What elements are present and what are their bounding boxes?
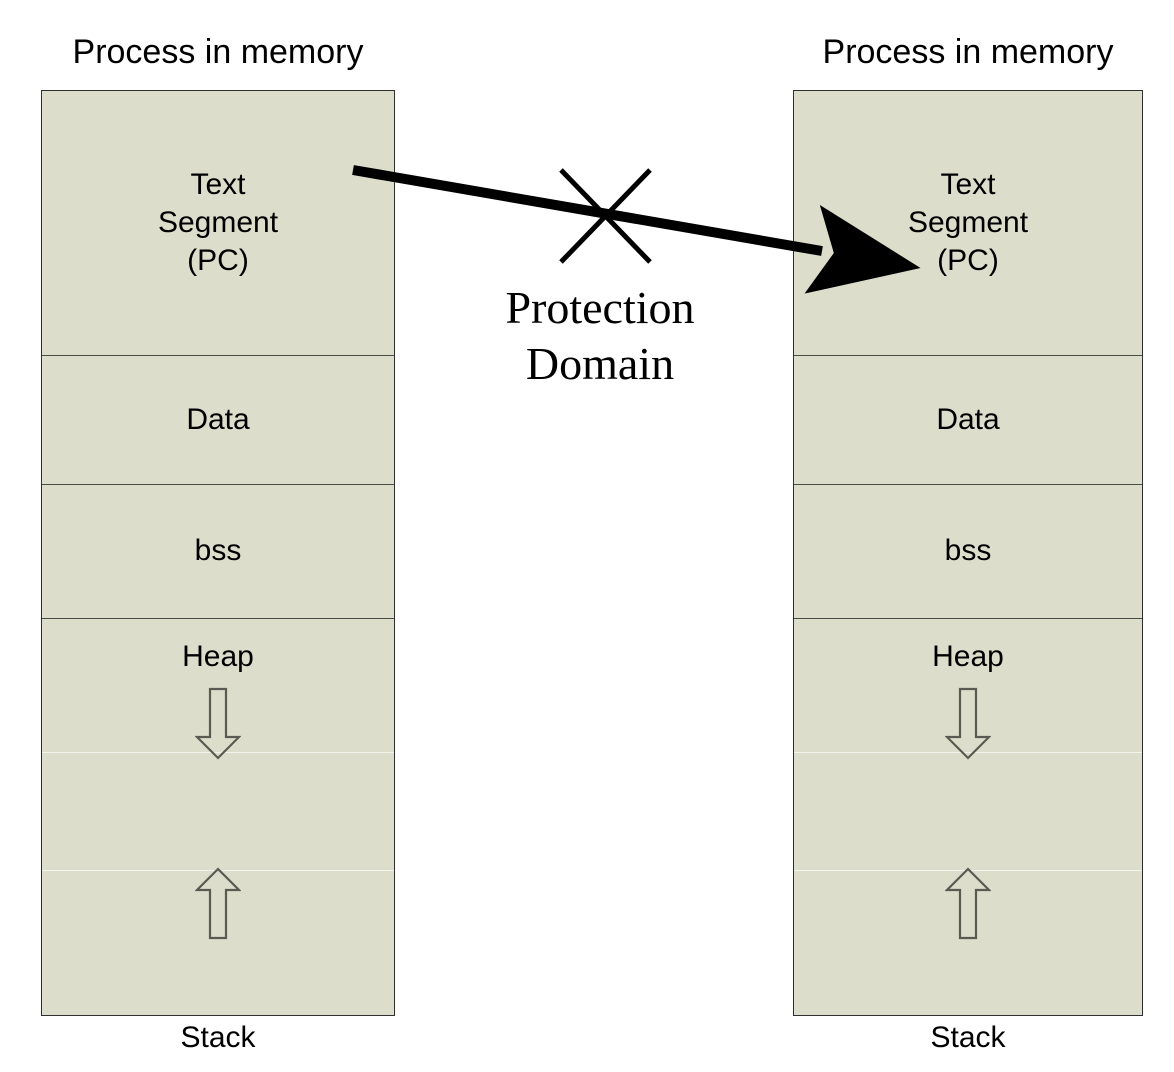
right-divider-bss-heap bbox=[794, 618, 1142, 619]
right-stack-label: Stack bbox=[930, 1021, 1006, 1054]
left-stack-label: Stack bbox=[180, 1021, 256, 1054]
arrow-down-hollow-icon bbox=[944, 687, 992, 766]
right-heap-label: Heap bbox=[932, 640, 1004, 673]
right-text-segment: Text Segment (PC) bbox=[794, 91, 1142, 355]
right-divider-data-bss bbox=[794, 484, 1142, 485]
left-text-segment-label: Text Segment (PC) bbox=[157, 168, 279, 277]
protection-domain-label: Protection Domain bbox=[505, 282, 695, 389]
process-right-memory-box: Text Segment (PC) Data bss Heap Stack bbox=[793, 90, 1143, 1054]
left-data-segment-label: Data bbox=[186, 402, 250, 436]
right-data-segment-label: Data bbox=[936, 402, 1000, 436]
right-free-space-segment bbox=[794, 618, 1142, 1017]
left-text-segment: Text Segment (PC) bbox=[42, 91, 394, 355]
right-faint-divider-upper bbox=[794, 752, 1142, 753]
process-right-title: Process in memory bbox=[822, 33, 1114, 71]
right-bss-segment-label: bss bbox=[944, 534, 992, 567]
left-bss-segment-label: bss bbox=[194, 534, 242, 567]
left-divider-bss-heap bbox=[42, 618, 394, 619]
left-free-space-segment bbox=[42, 618, 394, 1017]
process-left-memory-box: Text Segment (PC) Data bss Heap Stack bbox=[41, 90, 395, 1054]
arrow-up-hollow-icon bbox=[194, 866, 242, 945]
right-text-segment-label: Text Segment (PC) bbox=[907, 168, 1029, 277]
left-data-segment: Data bbox=[42, 355, 394, 484]
right-data-segment: Data bbox=[794, 355, 1142, 484]
right-divider-text-data bbox=[794, 355, 1142, 356]
process-left-title: Process in memory bbox=[72, 33, 364, 71]
arrow-down-hollow-icon bbox=[194, 687, 242, 766]
arrow-up-hollow-icon bbox=[944, 866, 992, 945]
left-divider-data-bss bbox=[42, 484, 394, 485]
left-heap-label: Heap bbox=[182, 640, 254, 673]
right-bss-segment: bss bbox=[794, 484, 1142, 618]
left-divider-text-data bbox=[42, 355, 394, 356]
left-faint-divider-upper bbox=[42, 752, 394, 753]
left-bss-segment: bss bbox=[42, 484, 394, 618]
